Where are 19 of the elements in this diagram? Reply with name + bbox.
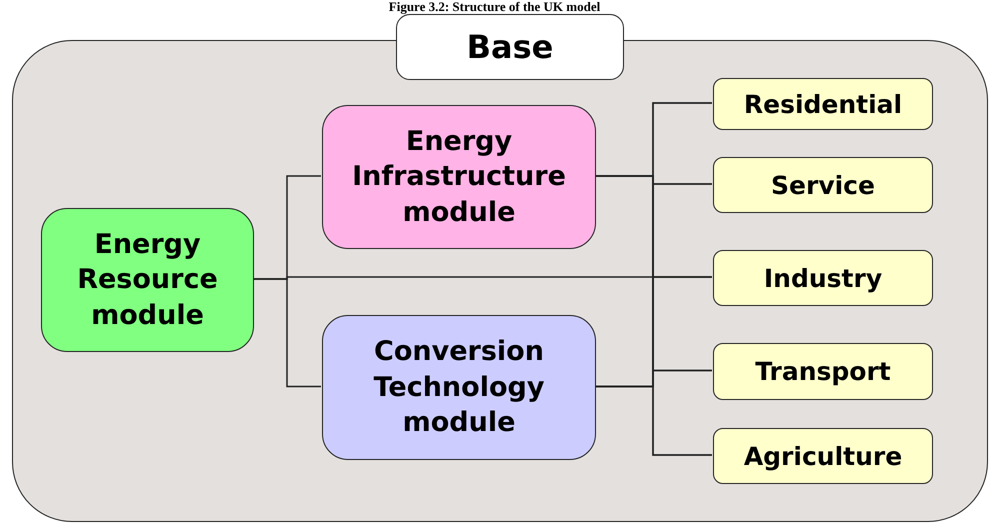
module-box bbox=[322, 315, 596, 460]
node-label: Industry bbox=[762, 262, 884, 294]
module-box bbox=[41, 208, 254, 352]
node-label: Energy Infrastructure module bbox=[351, 124, 567, 230]
node-label: Service bbox=[770, 170, 876, 202]
figure-title: Figure 3.2: Structure of the UK model bbox=[388, 0, 602, 14]
node-label: Agriculture bbox=[742, 440, 904, 472]
sector-box bbox=[713, 250, 933, 306]
connector-line bbox=[595, 386, 712, 456]
module-box bbox=[322, 105, 596, 249]
heading-label: Base bbox=[396, 14, 624, 80]
sector-box bbox=[713, 343, 933, 400]
sector-box bbox=[713, 78, 933, 130]
sector-box bbox=[713, 428, 933, 484]
node-label: Conversion Technology module bbox=[372, 335, 546, 440]
sector-box bbox=[713, 157, 933, 213]
node-label: Energy Resource module bbox=[76, 228, 219, 333]
node-label: Residential bbox=[742, 88, 904, 120]
node-label: Transport bbox=[754, 356, 892, 388]
